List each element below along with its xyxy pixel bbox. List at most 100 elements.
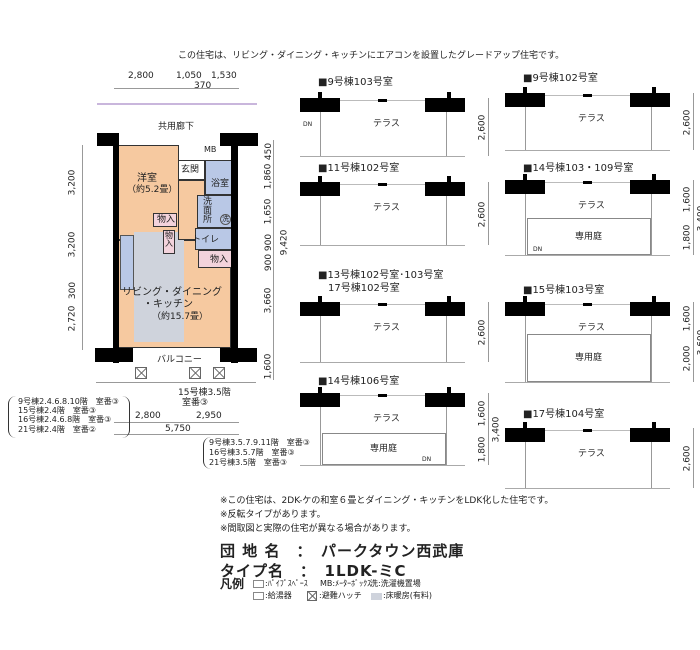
wall xyxy=(630,180,670,194)
dim: 1,530 xyxy=(211,71,237,81)
wall xyxy=(300,98,340,112)
washroom-label: 洗面所 xyxy=(203,197,213,225)
western-room-label: 洋室 xyxy=(137,173,157,184)
wall xyxy=(505,302,545,316)
hatch-note-left: 21号棟2.4階 室番② xyxy=(18,425,97,434)
wall xyxy=(523,174,527,182)
private-garden xyxy=(527,218,651,255)
dim: 2,950 xyxy=(196,411,222,421)
wall xyxy=(113,133,119,363)
dn-label: DN xyxy=(303,121,313,128)
wall xyxy=(447,387,451,395)
dim-line xyxy=(693,428,694,488)
floor-heating-icon xyxy=(371,593,382,600)
dim: 1,860 xyxy=(263,163,274,190)
wall xyxy=(425,98,465,112)
wall xyxy=(652,422,656,430)
bracket xyxy=(203,437,313,469)
balcony-edge xyxy=(96,382,256,383)
window-latch xyxy=(378,99,387,102)
terrace-label: テラス xyxy=(373,119,400,129)
wall xyxy=(220,133,258,146)
window-latch xyxy=(583,94,592,97)
escape-hatch-icon xyxy=(213,367,225,379)
western-room-size: （約5.2畳） xyxy=(127,185,178,195)
garden-label: 専用庭 xyxy=(370,444,398,454)
terrace-label: テラス xyxy=(578,323,605,333)
dim: 450 xyxy=(264,142,275,161)
dim: 1,650 xyxy=(263,198,274,225)
terrace-bottom xyxy=(300,245,465,246)
terrace-edge xyxy=(320,112,321,156)
estate-name: 団 地 名 ： パークタウン西武庫 xyxy=(220,542,465,560)
wall xyxy=(447,176,451,184)
type-name: タイプ名 ： 1LDK-ミC xyxy=(220,562,407,580)
ldk-label: リビング・ダイニング xyxy=(122,287,222,298)
terrace-bottom xyxy=(300,156,465,157)
terrace-label: テラス xyxy=(373,414,400,424)
hatch-note-left: 9号棟2.4.6.8.10階 室番③ xyxy=(18,397,119,406)
dim: 2,600 xyxy=(477,201,488,227)
dim: 900 xyxy=(264,233,275,252)
dim: 1,600 xyxy=(682,305,693,332)
terrace-edge xyxy=(446,112,447,156)
wall xyxy=(523,296,527,304)
hatch-note-right: 16号棟3.5.7階 室番③ xyxy=(209,448,295,457)
dim-line xyxy=(488,302,489,362)
dim-line xyxy=(693,180,694,255)
terrace-edge xyxy=(320,316,321,362)
bathroom xyxy=(205,160,232,195)
floor-heating-area xyxy=(134,232,184,342)
hatch-note-mid: 15号棟3.5階 xyxy=(178,388,231,398)
wall xyxy=(318,387,322,395)
terrace-label: テラス xyxy=(373,203,400,213)
dim: 1,800 xyxy=(477,436,488,463)
wall xyxy=(220,348,257,362)
wall xyxy=(95,348,133,362)
wall xyxy=(300,393,340,407)
panel-title: ■13号棟102号室･103号室 17号棟102号室 xyxy=(318,270,444,294)
wall xyxy=(425,302,465,316)
dim: 3,660 xyxy=(263,287,274,314)
dim: 3,200 xyxy=(67,231,78,258)
dim: 1,600 xyxy=(477,400,488,427)
hatch-note-right: 9号棟3.5.7.9.11階 室番③ xyxy=(209,438,310,447)
divider xyxy=(97,103,257,105)
dim-line xyxy=(693,93,694,150)
wall xyxy=(318,176,322,184)
wall xyxy=(318,296,322,304)
dim-line xyxy=(114,434,239,435)
hatch-note-left: 16号棟2.4.6.8階 室番③ xyxy=(18,415,112,424)
dim: 3,200 xyxy=(67,169,78,196)
dim: 2,600 xyxy=(477,319,488,346)
storage-label: 物入 xyxy=(157,215,176,225)
storage-label: 物入 xyxy=(165,231,173,248)
private-garden xyxy=(527,334,651,382)
wall xyxy=(300,182,340,196)
dim: 2,800 xyxy=(128,71,154,81)
wall xyxy=(505,428,545,442)
legend-item: :給湯器 xyxy=(265,591,292,600)
washer-mark: 洗 xyxy=(220,214,231,225)
wall xyxy=(630,93,670,107)
wall xyxy=(630,428,670,442)
note: ※反転タイプがあります。 xyxy=(220,510,326,520)
legend-item: :床暖房(有料) xyxy=(383,591,432,600)
wall xyxy=(505,93,545,107)
kitchen-counter xyxy=(120,235,134,290)
dim: 2,600 xyxy=(682,109,693,135)
dim-line xyxy=(488,98,489,156)
legend-title: 凡例 xyxy=(220,577,245,591)
escape-hatch-icon xyxy=(307,591,317,601)
terrace-bottom xyxy=(300,362,465,363)
legend-item: 洗:洗濯機置場 xyxy=(370,579,421,588)
dim-line xyxy=(82,145,83,350)
terrace-label: テラス xyxy=(578,449,605,459)
escape-hatch-icon xyxy=(189,367,201,379)
panel-title: ■9号棟103号室 xyxy=(318,77,393,88)
dim: 3,400 xyxy=(491,416,502,443)
bath-label: 浴室 xyxy=(211,179,230,189)
meter-box-label: MB xyxy=(204,145,217,154)
wall xyxy=(652,174,656,182)
wall xyxy=(652,87,656,95)
